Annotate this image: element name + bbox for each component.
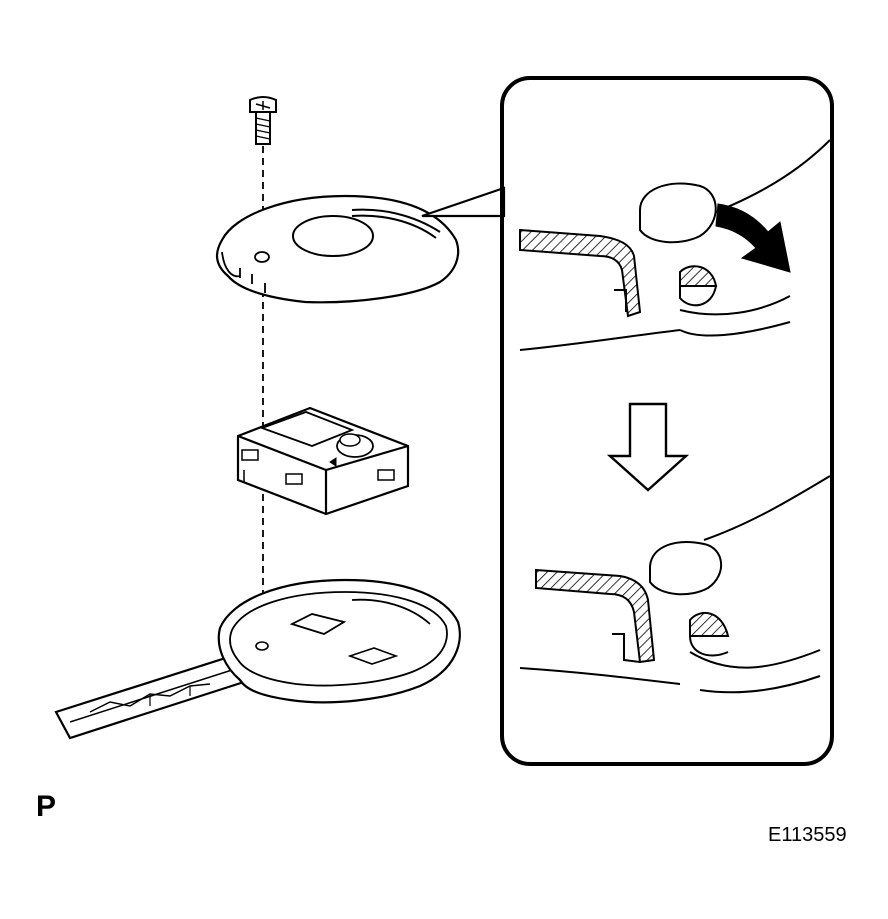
illustration-code: E113559	[768, 824, 847, 846]
callout-pointer	[422, 188, 504, 216]
detail-step-1	[520, 140, 830, 350]
key-base	[56, 580, 460, 738]
screw	[250, 97, 276, 144]
down-arrow-icon	[610, 404, 686, 490]
key-top-cover	[217, 196, 458, 302]
transmitter-module	[238, 408, 408, 514]
detail-step-2	[520, 476, 830, 692]
detail-frame	[502, 78, 832, 764]
rotate-arrow-icon	[716, 204, 790, 272]
view-label: P	[36, 790, 57, 823]
